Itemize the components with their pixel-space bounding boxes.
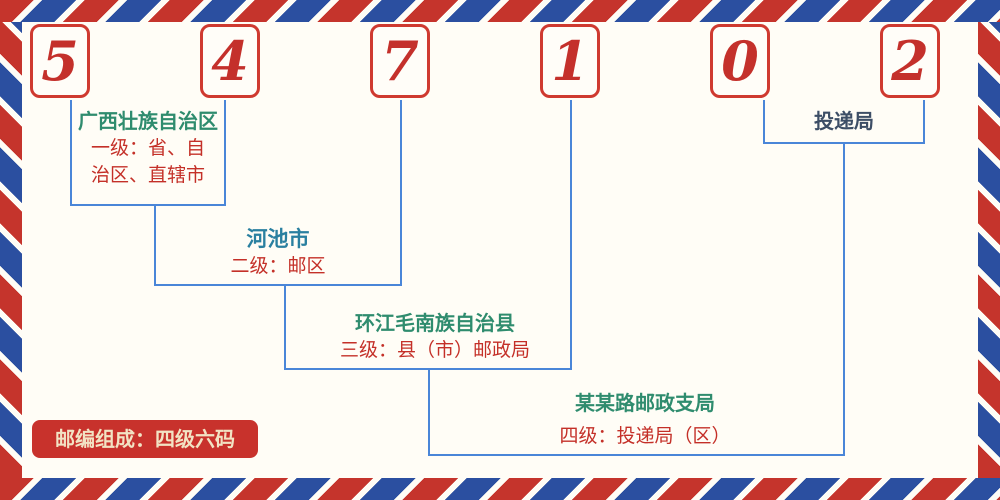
connector-level4-bottom xyxy=(428,454,845,456)
connector-level1-bottom xyxy=(70,204,226,206)
level1-name: 广西壮族自治区 xyxy=(78,109,218,133)
digit-box-3: 7 xyxy=(370,24,430,98)
connector-level4-right xyxy=(843,144,845,456)
level4-name: 某某路邮政支局 xyxy=(575,391,715,415)
digit-box-6: 2 xyxy=(880,24,940,98)
delivery-label: 投递局 xyxy=(764,108,924,135)
airmail-border-left xyxy=(0,22,22,478)
connector-delivery-left xyxy=(763,100,765,144)
digit-2: 4 xyxy=(211,29,249,93)
airmail-border-right xyxy=(978,22,1000,478)
digit-box-1: 5 xyxy=(30,24,90,98)
connector-delivery-right xyxy=(923,100,925,144)
digit-4: 1 xyxy=(551,29,589,93)
level1-label: 广西壮族自治区 一级：省、自 治区、直辖市 xyxy=(58,108,238,189)
connector-level1-right xyxy=(224,100,226,206)
airmail-border-bottom xyxy=(0,478,1000,500)
connector-level4-left xyxy=(428,368,430,456)
connector-level2-left xyxy=(154,204,156,286)
level4-desc: 四级：投递局（区） xyxy=(559,425,731,447)
level3-desc: 三级：县（市）邮政局 xyxy=(339,339,530,361)
digit-1: 5 xyxy=(41,29,79,93)
digit-box-4: 1 xyxy=(540,24,600,98)
level1-desc-line2: 治区、直辖市 xyxy=(90,164,205,186)
airmail-border-top xyxy=(0,0,1000,22)
connector-level2-bottom xyxy=(154,284,402,286)
digit-box-5: 0 xyxy=(710,24,770,98)
level4-label: 某某路邮政支局 四级：投递局（区） xyxy=(510,390,780,450)
connector-level2-right xyxy=(400,100,402,286)
connector-level3-right xyxy=(570,100,572,370)
level1-desc-line1: 一级：省、自 xyxy=(90,137,205,159)
digit-3: 7 xyxy=(381,29,419,93)
digit-6: 2 xyxy=(891,29,929,93)
level2-label: 河池市 二级：邮区 xyxy=(158,226,398,280)
level3-label: 环江毛南族自治县 三级：县（市）邮政局 xyxy=(290,310,580,364)
connector-level1-left xyxy=(70,100,72,206)
delivery-name: 投递局 xyxy=(814,109,874,133)
level2-name: 河池市 xyxy=(246,227,310,251)
connector-delivery-bottom xyxy=(763,142,925,144)
postal-code-composition-badge: 邮编组成：四级六码 xyxy=(32,420,258,458)
digit-box-2: 4 xyxy=(200,24,260,98)
level3-name: 环江毛南族自治县 xyxy=(355,311,515,335)
digit-5: 0 xyxy=(721,29,759,93)
level2-desc: 二级：邮区 xyxy=(230,255,326,277)
connector-level3-left xyxy=(284,284,286,370)
